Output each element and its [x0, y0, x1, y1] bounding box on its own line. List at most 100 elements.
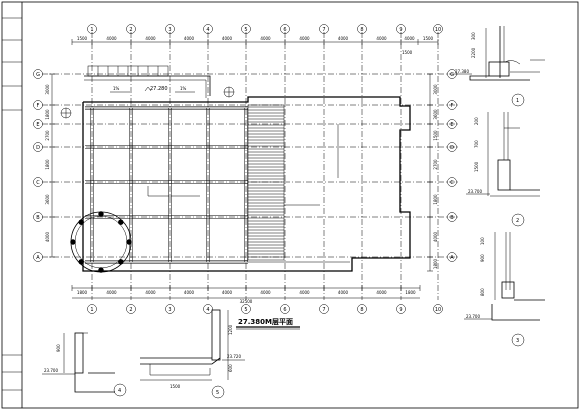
plan-title: 27.380M层平面 — [238, 317, 293, 326]
axis-label-top: 1 — [90, 27, 93, 33]
svg-text:1500: 1500 — [170, 384, 181, 389]
dim-top: 4000 — [145, 36, 156, 41]
dim-bottom: 4000 — [299, 290, 310, 295]
dim-top: 4000 — [222, 36, 233, 41]
axis-bubble-bottom — [357, 304, 367, 314]
axis-label-right: A — [450, 255, 454, 261]
stair-area — [247, 104, 285, 261]
axis-label-top: 5 — [244, 27, 247, 33]
svg-text:300: 300 — [471, 32, 476, 40]
svg-text:800: 800 — [480, 288, 485, 296]
detail-2-marker — [511, 213, 525, 227]
axis-bubble-top — [433, 24, 443, 34]
axis-bubble-left — [33, 177, 43, 187]
tower-columns — [70, 211, 132, 273]
axis-bubble-bottom — [319, 304, 329, 314]
tower-column — [78, 219, 84, 225]
axis-bubble-top — [165, 24, 175, 34]
stair-slats — [248, 106, 284, 258]
dim-bottom-total: 32500 — [240, 299, 253, 304]
dim-bottom: 4000 — [260, 290, 271, 295]
dim-bottom: 4000 — [106, 290, 117, 295]
tower-column — [98, 267, 104, 273]
axis-bubble-bottom — [280, 304, 290, 314]
dim-right: 1800 — [433, 258, 438, 269]
axis-bubble-top — [126, 24, 136, 34]
dim-top: 4000 — [184, 36, 195, 41]
axis-label-right: C — [450, 180, 454, 186]
dim-top: 4000 — [106, 36, 117, 41]
axis-label-bottom: 6 — [283, 307, 286, 313]
dim-bottom: 4000 — [338, 290, 349, 295]
axis-label-bottom: 10 — [435, 307, 441, 313]
dim-left: 2700 — [45, 130, 50, 141]
dim-top: 4000 — [404, 36, 415, 41]
svg-text:1200: 1200 — [228, 324, 233, 335]
axis-label-left: D — [36, 145, 40, 151]
dim-bottom: 4000 — [222, 290, 233, 295]
dim-top: 4000 — [376, 36, 387, 41]
dim-top: 4000 — [260, 36, 271, 41]
axis-bubble-left — [33, 212, 43, 222]
axis-bubble-top — [241, 24, 251, 34]
axis-bubble-left — [33, 69, 43, 79]
tower-column — [118, 259, 124, 265]
axis-label-top: 10 — [435, 27, 441, 33]
detail-3: 100 900 800 23.700 3 — [464, 232, 545, 347]
svg-text:1500: 1500 — [474, 161, 479, 172]
axis-bubble-left — [33, 142, 43, 152]
axis-label-top: 6 — [283, 27, 286, 33]
detail-1-elev: 27.380 — [455, 69, 469, 74]
axis-label-right: D — [450, 145, 454, 151]
axis-label-top: 3 — [168, 27, 171, 33]
axis-label-right: G — [450, 72, 454, 78]
dim-left: 3000 — [45, 84, 50, 95]
axis-label-right: E — [450, 122, 453, 128]
scale-note-left: 1% — [113, 86, 120, 91]
dim-top: 4000 — [338, 36, 349, 41]
axis-label-bottom: 7 — [322, 307, 325, 313]
axis-bubble-top — [280, 24, 290, 34]
axis-label-bottom: 5 — [244, 307, 247, 313]
slab-outline — [82, 96, 411, 272]
detail-1: 300 2200 27.380 1 — [455, 26, 545, 107]
svg-text:900: 900 — [480, 254, 485, 262]
axis-label-left: C — [36, 180, 40, 186]
dim-left: 3600 — [45, 194, 50, 205]
elevation-label: 27.280 — [150, 86, 168, 92]
detail-2: 200 700 1500 23.700 2 — [466, 112, 540, 227]
axis-label-bottom: 1 — [90, 307, 93, 313]
tower-column — [98, 211, 104, 217]
detail-5-marker — [211, 385, 225, 399]
svg-text:5: 5 — [216, 390, 219, 396]
detail-5: 1500 23.720 600 1200 5 — [140, 309, 245, 399]
dim-bottom: 4000 — [145, 290, 156, 295]
axis-bubble-right — [447, 212, 457, 222]
axis-label-bottom: 9 — [399, 307, 402, 313]
axis-bubble-top — [396, 24, 406, 34]
dim-bottom: 1800 — [405, 290, 416, 295]
axis-label-bottom: 3 — [168, 307, 171, 313]
axis-label-top: 8 — [360, 27, 363, 33]
axis-bubble-right — [447, 177, 457, 187]
dim-top: 1500 — [423, 36, 434, 41]
detail-2-elev: 23.700 — [468, 189, 482, 194]
axis-bubble-right — [447, 252, 457, 262]
axis-bubble-top — [87, 24, 97, 34]
axis-label-bottom: 8 — [360, 307, 363, 313]
detail-3-marker — [511, 333, 525, 347]
axis-bubble-bottom — [433, 304, 443, 314]
svg-text:1: 1 — [516, 98, 519, 104]
axis-bubble-bottom — [126, 304, 136, 314]
axis-label-left: B — [36, 215, 40, 221]
detail-1-marker — [511, 93, 525, 107]
tower-column — [70, 239, 76, 245]
detail-4-elev: 23.700 — [44, 368, 58, 373]
dim-bottom: 1800 — [77, 290, 88, 295]
dim-right: 2700 — [433, 159, 438, 170]
svg-text:900: 900 — [56, 344, 61, 352]
axis-label-bottom: 4 — [206, 307, 209, 313]
